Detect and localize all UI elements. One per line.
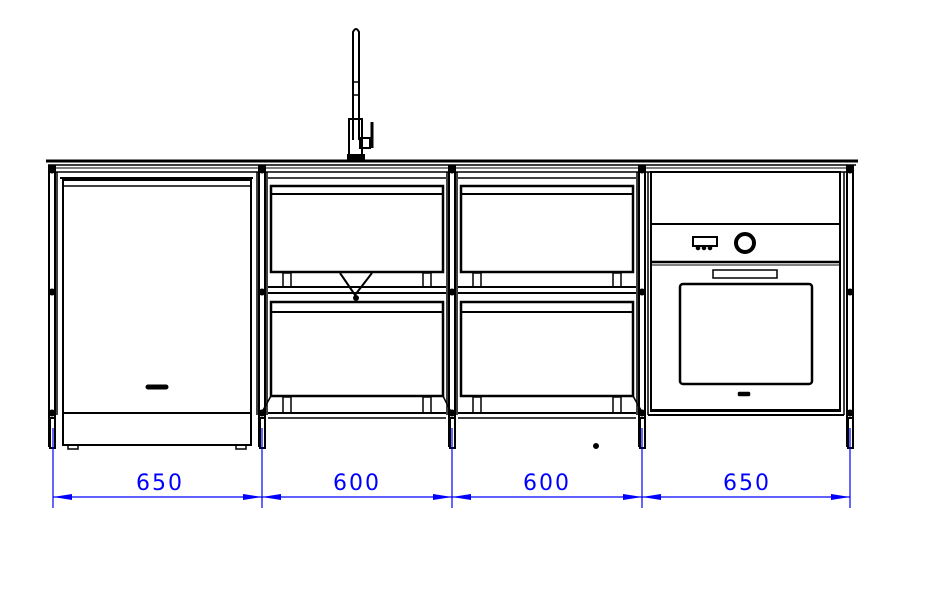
dishwasher-module bbox=[60, 177, 253, 450]
upper-drawer bbox=[459, 184, 635, 274]
sink-lower-drawer bbox=[269, 300, 445, 398]
frame-posts bbox=[48, 165, 854, 449]
dimension-label-3: 600 bbox=[523, 471, 571, 496]
dimension-label-1: 650 bbox=[136, 471, 184, 496]
post-5 bbox=[843, 165, 854, 449]
lower-drawer bbox=[459, 300, 635, 398]
drawer-module bbox=[458, 177, 643, 449]
dimension-lines bbox=[52, 428, 851, 508]
oven-knob-icon bbox=[734, 232, 756, 254]
sink-upper-drawer bbox=[269, 184, 445, 274]
oven-handle bbox=[712, 269, 778, 279]
sink-module bbox=[261, 177, 452, 419]
faucet-icon bbox=[347, 28, 374, 160]
post-1 bbox=[48, 165, 58, 449]
dimension-label-2: 600 bbox=[333, 471, 381, 496]
oven-logo bbox=[737, 391, 751, 397]
dishwasher-logo bbox=[145, 384, 169, 390]
dimension-label-4: 650 bbox=[723, 471, 771, 496]
oven-window bbox=[678, 282, 814, 386]
oven-module bbox=[648, 171, 844, 416]
oven-display-icon bbox=[692, 236, 718, 247]
